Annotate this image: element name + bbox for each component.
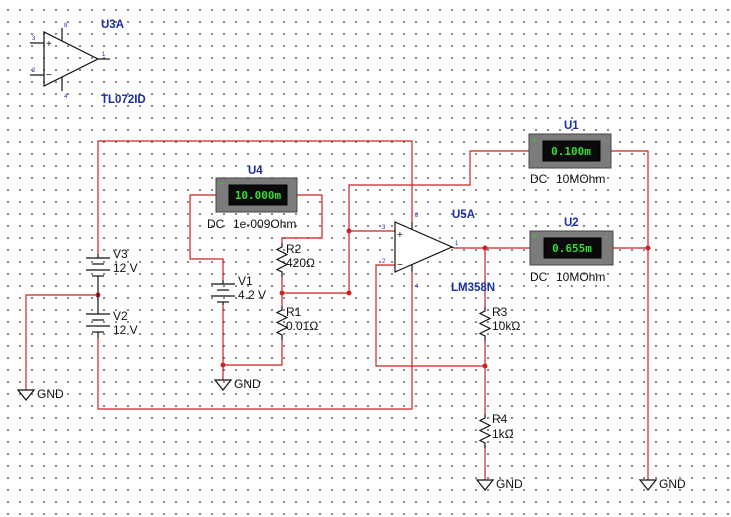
u2-plus-terminal: + (533, 234, 537, 241)
ground-v1: GND (213, 377, 261, 391)
opamp-u3a[interactable]: + − 3 2 1 8 4 U3A TL072ID (30, 19, 146, 106)
v3-ref: V3 (113, 247, 128, 261)
u1-reading: 0.100m (551, 145, 591, 158)
resistor-r1[interactable]: R1 0.01Ω (275, 305, 318, 340)
u4-ref: U4 (248, 165, 263, 177)
ground-meters: GND (638, 477, 686, 491)
u5a-pin1: 1 (455, 241, 459, 247)
battery-v3[interactable]: V3 12 V (86, 247, 138, 295)
u1-plus-terminal: + (532, 137, 536, 144)
r2-value: 420Ω (286, 256, 315, 270)
u3a-part: TL072ID (101, 94, 146, 106)
u3a-pin4: 4 (64, 94, 68, 100)
u5a-pin8: 8 (415, 213, 419, 219)
u5a-pin2: 2 (382, 259, 386, 265)
v2-value: 12 V (113, 323, 138, 337)
resistor-r3[interactable]: R3 10kΩ (478, 305, 520, 341)
u4-reading: 10.000m (235, 189, 282, 202)
r3-value: 10kΩ (492, 319, 520, 333)
u3a-minus-sign: − (46, 70, 52, 81)
r4-ref: R4 (492, 412, 508, 426)
u5a-part: LM358N (451, 282, 495, 294)
u2-ref: U2 (564, 217, 579, 229)
r1-ref: R1 (286, 305, 302, 319)
u2-reading: 0.655m (552, 242, 592, 255)
resistor-r2[interactable]: R2 420Ω (275, 242, 315, 277)
u3a-pin3: 3 (32, 36, 36, 42)
ground-v1-label: GND (234, 377, 261, 391)
u2-minus-terminal: - (605, 234, 608, 241)
r4-value: 1kΩ (492, 427, 514, 441)
u3a-pin8: 8 (64, 23, 68, 29)
u5a-pin4: 4 (415, 284, 419, 290)
u5a-plus-sign: + (397, 230, 403, 241)
u5a-ref: U5A (452, 209, 475, 221)
battery-v1[interactable]: V1 4.2 V (211, 274, 266, 305)
u1-minus-terminal: - (603, 137, 606, 144)
junctions (95, 228, 651, 369)
r1-value: 0.01Ω (286, 319, 318, 333)
v2-ref: V2 (113, 309, 128, 323)
u4-minus-terminal: - (290, 181, 293, 188)
u3a-pin2: 2 (32, 68, 36, 74)
u1-resistance: 10MOhm (556, 172, 605, 186)
ground-r4-label: GND (496, 477, 523, 491)
resistor-r4[interactable]: R4 1kΩ (478, 412, 514, 448)
r3-ref: R3 (492, 305, 508, 319)
u5a-minus-sign: − (397, 260, 403, 271)
v1-value: 4.2 V (238, 288, 266, 302)
v3-value: 12 V (113, 261, 138, 275)
ground-left-label: GND (37, 387, 64, 401)
battery-v2[interactable]: V2 12 V (86, 295, 138, 338)
u2-mode: DC (530, 270, 548, 284)
u1-mode: DC (530, 172, 548, 186)
multimeter-u4[interactable]: 10.000m + - U4 DC 1e-009Ohm (207, 165, 298, 231)
u4-mode: DC (207, 217, 225, 231)
u2-resistance: 10MOhm (556, 270, 605, 284)
r2-ref: R2 (286, 242, 302, 256)
u3a-pin1: 1 (102, 52, 106, 58)
ground-meters-label: GND (659, 477, 686, 491)
u5a-pin3: 3 (382, 225, 386, 231)
u3a-plus-sign: + (46, 39, 52, 50)
u4-plus-terminal: + (219, 181, 223, 188)
v1-ref: V1 (238, 274, 253, 288)
multimeter-u2[interactable]: 0.655m + - U2 DC 10MOhm (529, 217, 614, 284)
u3a-ref: U3A (101, 19, 124, 31)
opamp-u5a[interactable]: + − 3 2 1 8 4 U5A LM358N (382, 209, 495, 294)
multimeter-u1[interactable]: 0.100m + - U1 DC 10MOhm (528, 120, 612, 186)
u4-resistance: 1e-009Ohm (233, 217, 296, 231)
ground-r4: GND (475, 477, 523, 491)
ground-left: GND (16, 387, 64, 401)
u1-ref: U1 (564, 120, 579, 132)
